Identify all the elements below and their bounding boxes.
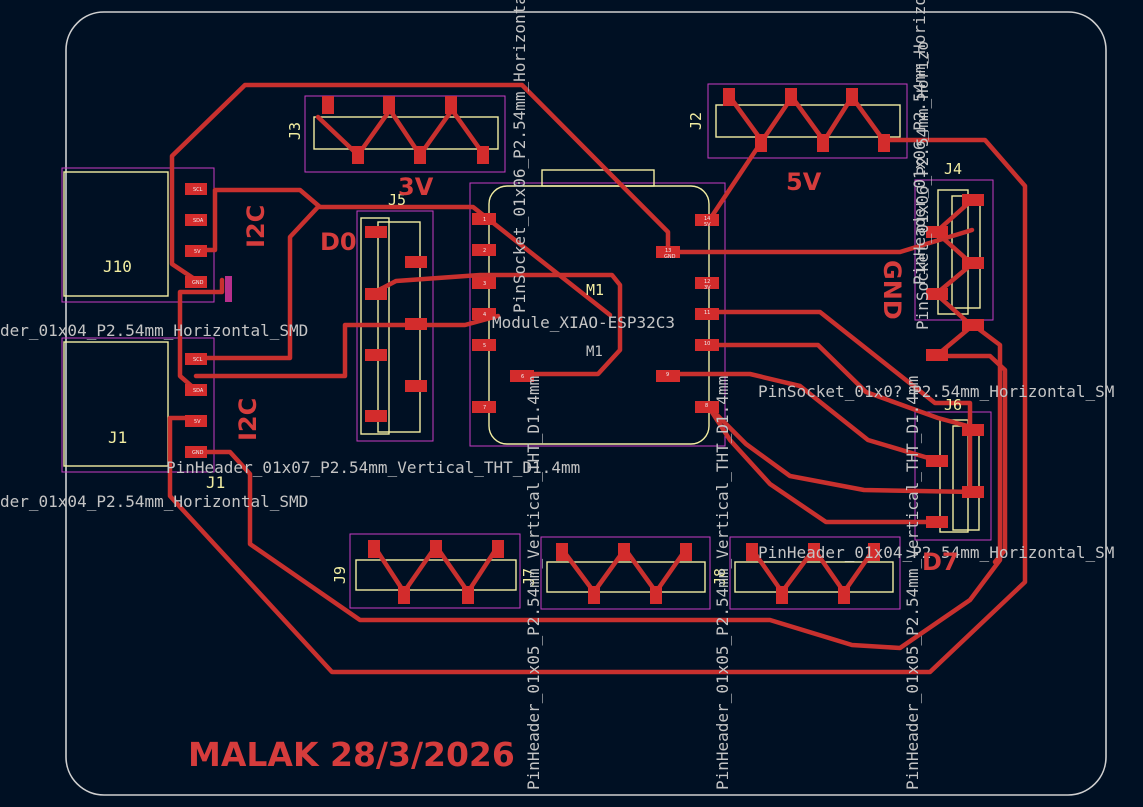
m1-pin-8: 8 — [705, 403, 708, 409]
fab-j8-right: PinHeader_01x04_P2.54mm_Horizontal_SM — [758, 543, 1114, 562]
user-labels: 3V 5V D0 D7 GND I2C I2C MALAK 28/3/2026 — [188, 168, 959, 774]
m1-pin-11: 11 — [704, 310, 710, 316]
m1-pin-5: 5 — [483, 343, 486, 349]
fab-j4-right: PinSocket_01x0? P2.54mm_Horizontal_SM — [758, 382, 1114, 401]
fab-m1-ref: M1 — [586, 344, 603, 360]
j1-pin1: SCL — [193, 357, 203, 363]
m1-pin-14: 14 — [704, 216, 710, 222]
m1-pin-13: 13 — [665, 248, 671, 254]
ref-j1: J1 — [108, 428, 127, 447]
fab-m1-footprint: Module_XIAO-ESP32C3 — [492, 313, 675, 332]
fab-j2-vertical: PinHeader_01x06_P2.54mm_Horizonta — [910, 0, 929, 285]
copper-traces — [167, 82, 1028, 675]
ref-m1: M1 — [586, 281, 604, 299]
fab-j5-footprint: PinHeader_01x07_P2.54mm_Vertical_THT_D1.… — [166, 458, 580, 477]
j1-pin4: GND — [192, 450, 204, 456]
m1-pin-14-net: 5V — [704, 222, 711, 228]
m1-pin-10: 10 — [704, 341, 710, 347]
ref-j9: J9 — [331, 566, 349, 584]
ref-j7: J7 — [520, 568, 538, 586]
label-i2c-bottom: I2C — [234, 398, 262, 441]
pin-labels: SCL SDA 5V GND SCL SDA 5V GND 1 2 3 4 5 … — [192, 187, 711, 456]
m1-pin-12: 12 — [704, 279, 710, 285]
fab-j4-vertical: PinSocket_01x06_P2.54mm_Horizo — [913, 41, 932, 330]
fab-bottom-vertical-1: PinHeader_01x05_P2.54mm_Vertical_THT_D1.… — [524, 376, 543, 790]
pads — [185, 88, 984, 604]
m1-pin-3: 3 — [483, 281, 486, 287]
fab-bottom-vertical-3: PinHeader_01x05_P2.54mm_Vertical_THT_D1.… — [903, 376, 922, 790]
label-i2c-top: I2C — [242, 205, 270, 248]
ref-j5: J5 — [388, 191, 406, 209]
m1-pin-13-net: GND — [664, 254, 676, 260]
label-d7: D7 — [922, 548, 959, 576]
fab-j10-footprint: der_01x04_P2.54mm_Horizontal_SMD — [0, 321, 308, 340]
fab-left-top-vertical: PinSocket_01x06_P2.54mm_Horizonta — [510, 0, 529, 313]
m1-pin-9: 9 — [666, 372, 669, 378]
m1-pin-2: 2 — [483, 248, 486, 254]
reference-designators: J10 J1 J1 J5 M1 J4 J6 J3 J2 J9 J7 J8 — [103, 112, 962, 586]
m1-pin-12-net: 3V — [704, 285, 711, 291]
ref-j10: J10 — [103, 257, 132, 276]
fab-j1-footprint: der_01x04_P2.54mm_Horizontal_SMD — [0, 492, 308, 511]
label-3v: 3V — [398, 173, 434, 201]
fab-bottom-vertical-2: PinHeader_01x05_P2.54mm_Vertical_THT_D1.… — [713, 376, 732, 790]
board-outline — [65, 11, 1107, 796]
ref-j1-small: J1 — [206, 473, 225, 492]
j10-pin2: SDA — [193, 218, 204, 224]
j10-pin3: 5V — [194, 249, 201, 255]
label-5v: 5V — [786, 168, 822, 196]
m1-pin-4: 4 — [483, 312, 486, 318]
label-gnd: GND — [878, 260, 906, 320]
ref-j8: J8 — [711, 568, 729, 586]
ref-j6: J6 — [944, 396, 962, 414]
m1-pin-6: 6 — [521, 374, 524, 380]
ref-j3: J3 — [286, 122, 304, 140]
j1-pin3: 5V — [194, 419, 201, 425]
ref-j4: J4 — [944, 160, 962, 178]
fab-texts: der_01x04_P2.54mm_Horizontal_SMD der_01x… — [0, 0, 1114, 790]
m1-pin-7: 7 — [483, 405, 486, 411]
j1-pin2: SDA — [193, 388, 204, 394]
ref-j2: J2 — [687, 112, 705, 130]
board-signature: MALAK 28/3/2026 — [188, 735, 515, 774]
m1-pin-1: 1 — [483, 217, 486, 223]
j10-pin1: SCL — [193, 187, 203, 193]
j10-pin4: GND — [192, 280, 204, 286]
label-d0: D0 — [320, 228, 357, 256]
